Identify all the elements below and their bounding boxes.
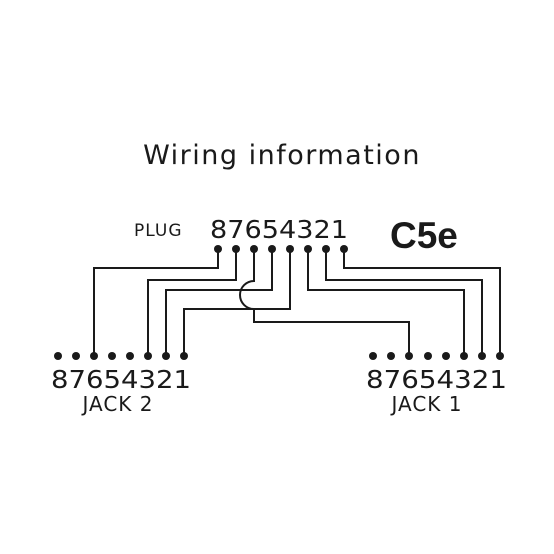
plug-pin-numbers: 87654321: [210, 215, 348, 244]
plug-pins: [214, 245, 348, 253]
jack1-pins: [369, 352, 504, 360]
jack1-pin-6: [405, 352, 413, 360]
jack2-pins: [54, 352, 188, 360]
plug-label: PLUG: [134, 221, 183, 241]
jack1-pin-3: [460, 352, 468, 360]
wire-plug3-jack1-3: [307, 249, 465, 356]
wire-plug6-jack1-6: [239, 249, 410, 356]
jack1-pin-4: [442, 352, 450, 360]
wire-plug4-jack2-1: [183, 249, 291, 356]
jack2-pin-7: [72, 352, 80, 360]
jack1-label: JACK 1: [389, 392, 462, 416]
jack2-pin-4: [126, 352, 134, 360]
jack2-pin-1: [180, 352, 188, 360]
jack1-pin-numbers: 87654321: [366, 365, 507, 394]
jack1-pin-5: [424, 352, 432, 360]
jack1-pin-1: [496, 352, 504, 360]
wire-plug2-jack1-2: [325, 249, 483, 356]
jack2-pin-6: [90, 352, 98, 360]
category-label: C5e: [390, 215, 458, 256]
wire-plug8-jack2-6: [93, 249, 219, 356]
diagram-title: Wiring information: [143, 140, 421, 171]
jack1-pin-2: [478, 352, 486, 360]
jack1-pin-7: [387, 352, 395, 360]
wire-plug7-jack2-3: [147, 249, 237, 356]
jack2-pin-5: [108, 352, 116, 360]
jack2-pin-3: [144, 352, 152, 360]
wire-plug5-jack2-2: [165, 249, 273, 356]
jack2-pin-2: [162, 352, 170, 360]
wire-plug1-jack1-1: [343, 249, 501, 356]
jack2-label: JACK 2: [80, 392, 153, 416]
jack2-pin-numbers: 87654321: [51, 365, 191, 394]
jack2-pin-8: [54, 352, 62, 360]
jack1-pin-8: [369, 352, 377, 360]
wires: [93, 249, 501, 356]
